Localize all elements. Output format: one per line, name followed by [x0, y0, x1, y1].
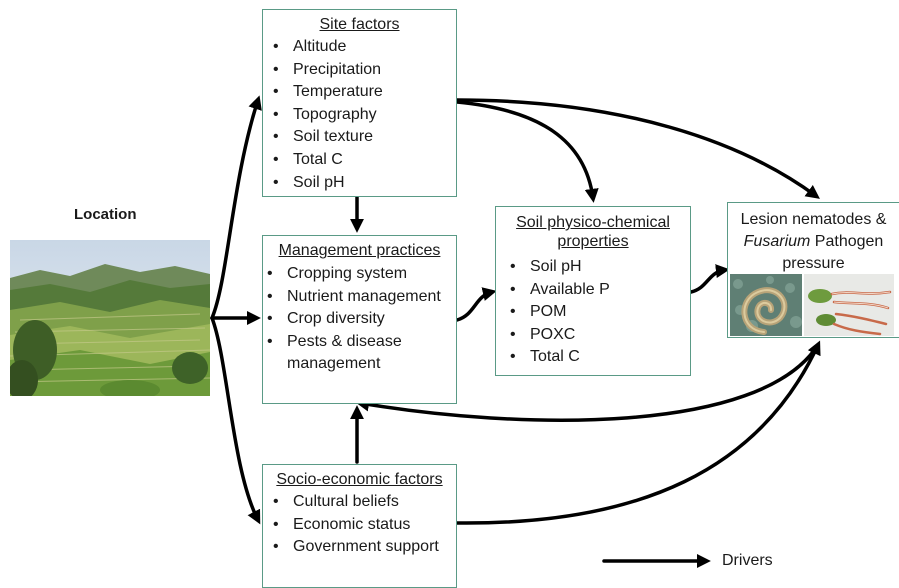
soil-property-item: POXC	[510, 324, 690, 347]
management-item: Cropping system	[267, 263, 452, 286]
arrow-location-to-socio	[210, 316, 261, 525]
management-item: Nutrient management	[267, 286, 452, 309]
socio-item: Cultural beliefs	[273, 491, 452, 514]
socio-economic-factors-box: Socio-economic factors Cultural beliefs …	[262, 464, 457, 588]
nematode-root-images	[730, 274, 894, 336]
management-item: Pests & disease management	[267, 331, 452, 376]
site-factors-box: Site factors Altitude Precipitation Temp…	[262, 9, 457, 197]
site-factors-title: Site factors	[319, 16, 400, 33]
site-factor-item: Soil pH	[273, 172, 456, 195]
soil-properties-box: Soil physico-chemical properties Soil pH…	[495, 206, 691, 376]
legend-drivers-label: Drivers	[722, 552, 773, 569]
arrow-outcome-to-management	[355, 343, 820, 422]
site-factor-item: Precipitation	[273, 59, 456, 82]
soil-properties-title: Soil physico-chemical properties	[516, 214, 670, 250]
outcome-title-line1: Lesion nematodes &	[740, 211, 887, 228]
location-label: Location	[74, 206, 137, 223]
management-item: Crop diversity	[267, 308, 452, 331]
outcome-fusarium: Fusarium	[743, 233, 811, 250]
socio-item: Economic status	[273, 514, 452, 537]
location-landscape-image	[10, 240, 210, 396]
site-factor-item: Altitude	[273, 36, 456, 59]
arrow-site-to-outcome	[455, 98, 820, 199]
arrow-soil-to-outcome	[689, 264, 730, 294]
soil-property-item: Soil pH	[510, 256, 690, 279]
outcome-pathogen: Pathogen	[810, 233, 884, 250]
site-factor-item: Total C	[273, 149, 456, 172]
site-factor-item: Soil texture	[273, 126, 456, 149]
arrow-location-to-site	[210, 95, 262, 320]
site-factor-item: Temperature	[273, 81, 456, 104]
outcome-title: Lesion nematodes & Fusarium Pathogen pre…	[728, 209, 899, 275]
outcome-title-line3: pressure	[782, 255, 845, 272]
management-practices-box: Management practices Cropping system Nut…	[262, 235, 457, 404]
socio-item: Government support	[273, 536, 452, 559]
socio-economic-title: Socio-economic factors	[276, 471, 443, 488]
outcome-title-line2: Fusarium Pathogen	[728, 231, 899, 253]
arrow-socio-to-outcome	[455, 340, 821, 525]
arrow-site-to-soil	[455, 100, 599, 203]
arrow-management-to-soil	[455, 287, 497, 322]
soil-property-item: Available P	[510, 279, 690, 302]
soil-property-item: POM	[510, 301, 690, 324]
soil-property-item: Total C	[510, 346, 690, 369]
site-factor-item: Topography	[273, 104, 456, 127]
management-practices-title: Management practices	[278, 242, 441, 259]
